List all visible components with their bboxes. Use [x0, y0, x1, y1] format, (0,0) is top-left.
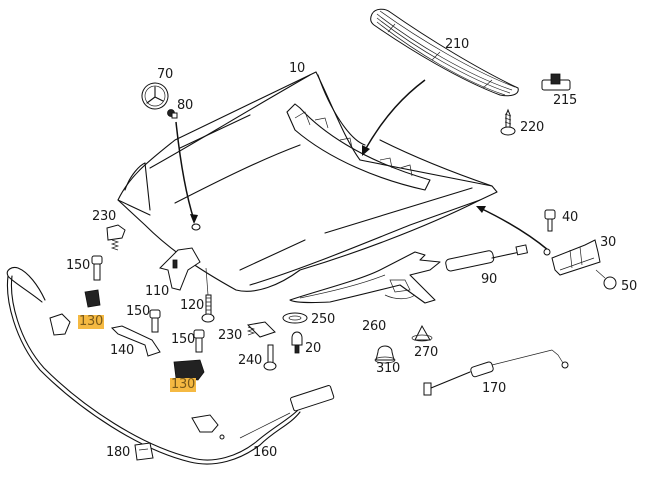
callout-140[interactable]: 140: [110, 343, 134, 358]
callout-230-left[interactable]: 230: [92, 209, 116, 224]
bolt-150-center[interactable]: [149, 309, 161, 333]
buffer-130-left[interactable]: [84, 289, 101, 308]
callout-150-center[interactable]: 150: [126, 304, 150, 319]
callout-230-center[interactable]: 230: [218, 328, 242, 343]
arrow-hinge: [479, 207, 549, 251]
gas-strut-90[interactable]: [445, 244, 529, 272]
callout-160[interactable]: 160: [253, 445, 277, 460]
clip-215[interactable]: [541, 73, 571, 91]
callout-220[interactable]: 220: [520, 120, 544, 135]
plate-250[interactable]: [282, 312, 308, 324]
callout-90[interactable]: 90: [481, 272, 497, 287]
bolt-120[interactable]: [201, 267, 215, 323]
release-handle-160[interactable]: [191, 414, 225, 440]
callout-250[interactable]: 250: [311, 312, 335, 327]
callout-180[interactable]: 180: [106, 445, 130, 460]
callout-80[interactable]: 80: [177, 98, 193, 113]
callout-150-left[interactable]: 150: [66, 258, 90, 273]
callout-170[interactable]: 170: [482, 381, 506, 396]
callout-50[interactable]: 50: [621, 279, 637, 294]
callout-110[interactable]: 110: [145, 284, 169, 299]
screw-220[interactable]: [500, 108, 516, 136]
hood-inner-frame[interactable]: [289, 251, 441, 304]
grommet-310[interactable]: [374, 345, 396, 364]
callout-310[interactable]: 310: [376, 361, 400, 376]
buffer-20[interactable]: [291, 331, 303, 354]
hood-panel[interactable]: [117, 71, 498, 292]
callout-240[interactable]: 240: [238, 353, 262, 368]
release-cable[interactable]: [6, 266, 335, 465]
star-emblem[interactable]: [138, 79, 171, 112]
arrow-210-to-vent: [364, 79, 426, 151]
bolt-40[interactable]: [544, 209, 556, 232]
buffer-130-center[interactable]: [173, 359, 205, 381]
callout-10[interactable]: 10: [289, 61, 305, 76]
callout-260[interactable]: 260: [362, 319, 386, 334]
cable-latch-left[interactable]: [49, 313, 71, 336]
callout-20[interactable]: 20: [305, 341, 321, 356]
vent-grille[interactable]: [370, 8, 519, 97]
grommet-80[interactable]: [167, 109, 178, 119]
bolt-150-lower[interactable]: [193, 329, 205, 353]
callout-270[interactable]: 270: [414, 345, 438, 360]
callout-70[interactable]: 70: [157, 67, 173, 82]
bracket-140[interactable]: [110, 325, 161, 357]
clip-270[interactable]: [411, 324, 433, 342]
clip-180[interactable]: [134, 442, 154, 461]
callout-120[interactable]: 120: [180, 298, 204, 313]
bolt-150-left[interactable]: [91, 255, 103, 281]
callout-210[interactable]: 210: [445, 37, 469, 52]
callout-215[interactable]: 215: [553, 93, 577, 108]
bolt-50[interactable]: [595, 269, 617, 290]
latch-110[interactable]: [159, 247, 201, 291]
bolt-240[interactable]: [263, 344, 277, 371]
cable-170[interactable]: [423, 349, 569, 396]
latch-hook-230-left[interactable]: [106, 224, 126, 251]
hinge-30[interactable]: [543, 239, 601, 276]
callout-150-lower[interactable]: 150: [171, 332, 195, 347]
callout-130-center[interactable]: 130: [170, 377, 196, 392]
latch-hook-230-center[interactable]: [246, 321, 276, 338]
callout-30[interactable]: 30: [600, 235, 616, 250]
callout-130-left[interactable]: 130: [78, 314, 104, 329]
arrow-80-to-hole: [175, 121, 195, 221]
callout-40[interactable]: 40: [562, 210, 578, 225]
